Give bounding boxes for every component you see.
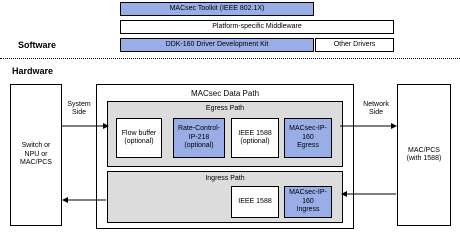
software-hardware-divider [0, 58, 460, 59]
ddk-box: DDK-160 Driver Development Kit [120, 38, 314, 52]
system-side-label: System Side [67, 101, 91, 117]
switch-npu-box: Switch or NPU or MAC/PCS [10, 84, 62, 226]
flow-arrows [62, 123, 397, 203]
egress-path-title: Egress Path [205, 105, 245, 112]
switch-npu-label: Switch or NPU or MAC/PCS [20, 142, 52, 167]
macsec-datapath-title: MACsec Data Path [190, 89, 260, 98]
flow-buffer-label: Flow buffer (optional) [121, 129, 157, 145]
software-title: Software [18, 40, 57, 50]
mac-pcs-label: MAC/PCS (with 1588) [406, 146, 442, 162]
macsec-datapath-box: MACsec Data Path Egress Path Flow buffer… [96, 84, 354, 229]
middleware-box: Platform-specific Middleware [120, 20, 394, 34]
macsec-egress-box: MACsec-IP- 160 Egress [284, 118, 332, 158]
macsec-egress-label: MACsec-IP- 160 Egress [289, 125, 327, 150]
rate-control-label: Rate-Control- IP-218 (optional) [177, 125, 220, 150]
ingress-ieee1588-label: IEEE 1588 [238, 197, 272, 205]
hardware-title: Hardware [12, 66, 54, 76]
ingress-path-title: Ingress Path [205, 175, 245, 182]
egress-ieee1588-box: IEEE 1588 (optional) [231, 118, 279, 158]
middleware-label: Platform-specific Middleware [212, 22, 302, 30]
network-side-label: Network Side [363, 101, 389, 117]
ingress-path-box: Ingress Path IEEE 1588 MACsec-IP- 160 In… [107, 171, 343, 223]
ddk-label: DDK-160 Driver Development Kit [165, 40, 269, 48]
ingress-ieee1588-box: IEEE 1588 [231, 186, 279, 218]
macsec-ingress-box: MACsec-IP- 160 Ingress [284, 186, 332, 218]
egress-path-box: Egress Path Flow buffer (optional) Rate-… [107, 101, 343, 167]
macsec-toolkit-label: MACsec Toolkit (IEEE 802.1X) [169, 4, 265, 12]
mac-pcs-box: MAC/PCS (with 1588) [397, 84, 451, 226]
egress-ieee1588-label: IEEE 1588 (optional) [238, 129, 272, 145]
other-drivers-box: Other Drivers [315, 38, 394, 52]
macsec-toolkit-box: MACsec Toolkit (IEEE 802.1X) [120, 2, 314, 16]
rate-control-box: Rate-Control- IP-218 (optional) [173, 118, 225, 158]
other-drivers-label: Other Drivers [333, 40, 376, 48]
flow-buffer-box: Flow buffer (optional) [116, 118, 162, 158]
macsec-ingress-label: MACsec-IP- 160 Ingress [289, 189, 327, 214]
